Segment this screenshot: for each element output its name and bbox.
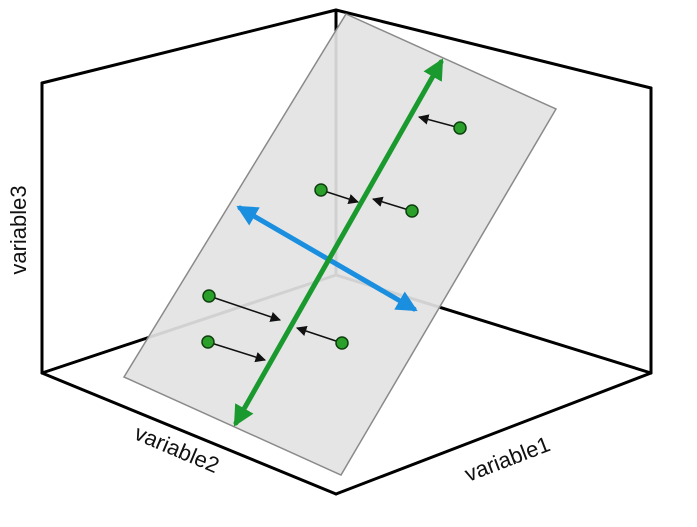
box-edge-front-left-floor — [40, 371, 338, 496]
data-points — [201, 121, 467, 350]
box-edge-top-right — [334, 8, 653, 90]
z-axis-label: variable3 — [6, 185, 31, 274]
first-component-arrow — [233, 58, 444, 427]
data-point — [314, 183, 328, 197]
data-point — [335, 336, 349, 350]
data-point — [405, 204, 419, 218]
box-edge-top-left — [40, 8, 338, 85]
box-front-edges — [40, 371, 653, 496]
data-point — [453, 121, 467, 135]
data-point — [202, 289, 216, 303]
data-point — [201, 335, 215, 349]
box-edge-front-right-floor — [334, 371, 653, 496]
